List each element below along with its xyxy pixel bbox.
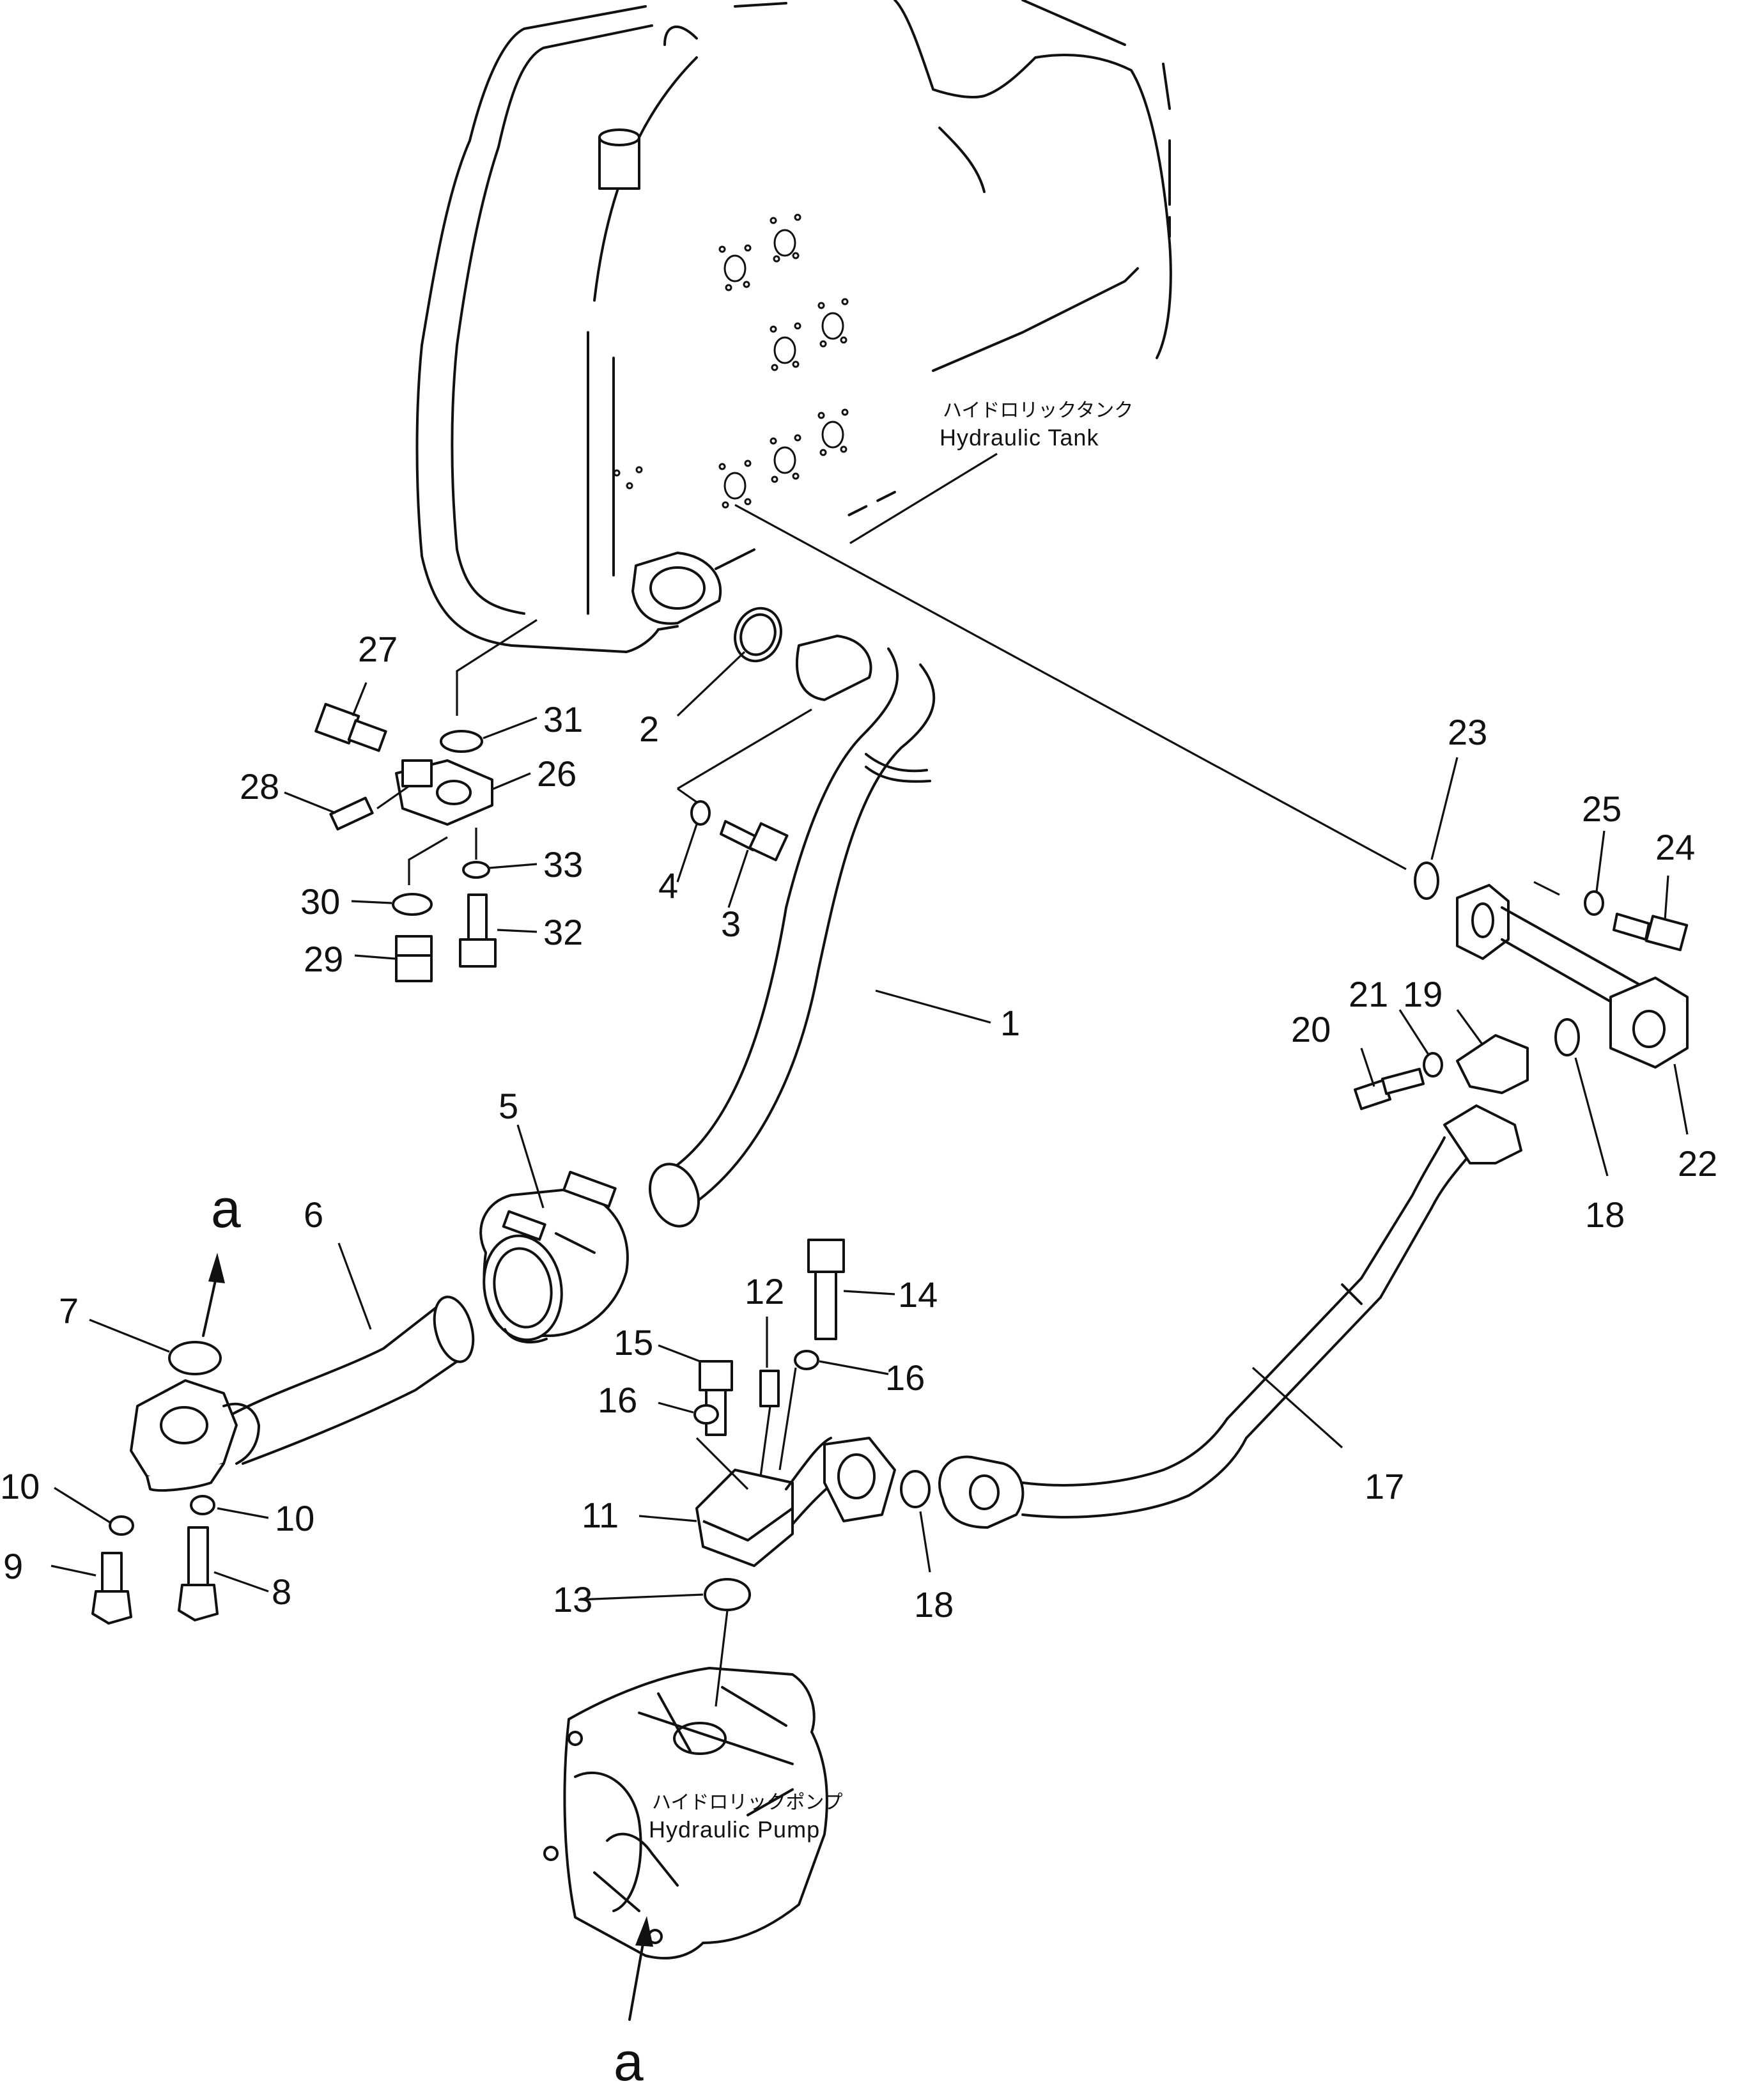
callout-18-lower: 18 [914,1584,954,1625]
arrow-to-a-bottom [628,1935,646,2021]
part-2-o-ring [734,607,782,663]
tank-label-japanese: ハイドロリックタンク [943,399,1133,422]
callout-3: 3 [721,904,741,944]
part-25-washer [1584,890,1604,916]
part-4-washer [690,800,711,826]
callout-21: 21 [1349,974,1388,1014]
part-9-bolt [91,1552,132,1625]
callout-10-right: 10 [275,1498,314,1538]
part-33-washer [462,861,490,879]
part-27-plug [314,702,387,752]
part-8-bolt [178,1526,219,1621]
callout-26: 26 [537,754,576,794]
part-24-bolt [1613,913,1689,952]
callout-14: 14 [898,1274,938,1315]
part-3-bolt [720,820,789,862]
callout-25: 25 [1582,789,1621,829]
part-10-washer-right [190,1495,215,1515]
callout-2: 2 [639,709,659,749]
part-29-plug [395,935,433,982]
reference-a-bottom: a [614,2032,644,2092]
part-30-washer [392,893,433,916]
callout-13: 13 [553,1579,592,1620]
part-17-hose [938,1104,1522,1529]
part-14-bolt [807,1239,845,1340]
callout-29: 29 [304,939,343,979]
part-21-washer [1423,1052,1443,1078]
hydraulic-tank [415,0,1172,653]
hydraulic-pump [543,1667,828,1960]
callout-28: 28 [240,766,279,807]
callout-leaders [50,651,1689,1601]
callout-numbers: 1 2 3 4 5 6 7 8 9 10 10 11 12 13 14 15 1… [0,629,1717,1625]
callout-19: 19 [1403,974,1443,1014]
part-18-o-ring-upper [1554,1018,1580,1056]
callout-8: 8 [272,1572,291,1612]
callout-1: 1 [1000,1003,1020,1043]
part-16-washer-right [794,1350,819,1370]
callout-6: 6 [304,1194,323,1235]
callout-11: 11 [582,1495,619,1535]
part-11-pump-fitting [695,1437,896,1567]
callout-22: 22 [1678,1143,1717,1184]
callout-12: 12 [745,1271,784,1311]
arrow-to-a-top [202,1271,219,1337]
callout-18-upper: 18 [1585,1194,1625,1235]
callout-17: 17 [1365,1466,1404,1506]
part-32-bolt [459,893,497,968]
callout-24: 24 [1655,827,1695,867]
callout-9: 9 [3,1546,23,1586]
part-16-washer-left [693,1404,719,1425]
callout-7: 7 [59,1290,79,1331]
part-1-suction-pipe [649,635,936,1228]
reference-a-top: a [211,1179,241,1239]
callout-16-left: 16 [598,1380,637,1420]
callout-32: 32 [543,912,583,952]
part-20-bolt [1354,1067,1425,1110]
part-5-hose-clamp [479,1170,629,1343]
part-31-o-ring [440,730,483,753]
part-7-o-ring [168,1341,222,1375]
part-10-washer-left [109,1515,134,1536]
callout-16-right: 16 [885,1357,925,1398]
callout-33: 33 [543,844,583,885]
pump-label-japanese: ハイドロリックポンプ [652,1791,843,1814]
callout-5: 5 [499,1086,518,1126]
pump-label-english: Hydraulic Pump [649,1816,820,1843]
part-26-drain-block [395,759,493,826]
part-19-split-flange [1456,1034,1529,1094]
part-28-pin [329,796,374,831]
callout-20: 20 [1291,1009,1331,1049]
tank-label-english: Hydraulic Tank [940,424,1099,451]
callout-27: 27 [358,629,398,669]
part-13-o-ring [704,1578,751,1611]
callout-30: 30 [300,881,340,922]
callout-10-left: 10 [0,1466,40,1506]
part-18-o-ring-lower [900,1470,931,1508]
callout-4: 4 [658,865,678,906]
part-22-pipe [1456,884,1689,1069]
part-12-fitting [759,1370,780,1407]
callout-23: 23 [1448,712,1487,752]
elbow-fitting [130,1379,260,1492]
callout-15: 15 [614,1322,653,1363]
part-23-o-ring [1414,862,1439,900]
callout-31: 31 [543,699,583,739]
part-6-hose [222,1295,475,1465]
